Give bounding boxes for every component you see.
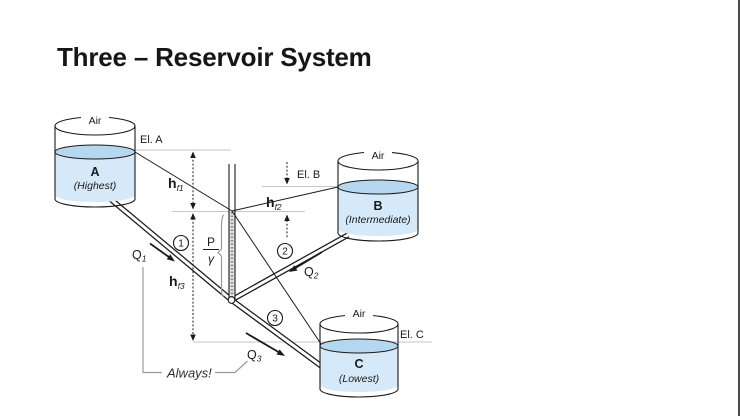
- reservoir-a-walls: [54, 126, 136, 208]
- reservoir-c-note: (Lowest): [339, 373, 379, 385]
- q1-sub: 1: [142, 254, 147, 264]
- reservoir-c: Air C (Lowest) El. C: [319, 308, 424, 398]
- pipe-number-badges: 1 2 3: [172, 234, 294, 327]
- always-annotation: Always!: [166, 366, 212, 381]
- hgl-junction-to-b: [231, 186, 339, 212]
- reservoir-a-air-label: Air: [89, 115, 102, 127]
- hf1-label: hf1: [168, 175, 184, 193]
- reservoir-b-water-surface: [337, 179, 419, 195]
- pipe-2-badge-circle: [276, 242, 294, 260]
- q3-sub: 3: [257, 354, 262, 364]
- hf1-arrowhead-up: [190, 151, 196, 158]
- hgl-a-to-junction: [134, 151, 233, 212]
- always-leader-left: [142, 267, 162, 374]
- always-leader-right: [215, 360, 248, 374]
- reservoir-b-walls: [337, 161, 419, 242]
- head-loss-arrows: [190, 151, 290, 341]
- gray-leaders: [142, 214, 248, 374]
- reservoir-a-water: [55, 152, 135, 202]
- pipe-1-bore: [107, 195, 233, 302]
- hf2-sub: f2: [275, 202, 282, 212]
- head-loss-labels: hf1 hf2 hf3: [168, 175, 282, 291]
- reservoir-a-air-label-bg: [81, 115, 109, 126]
- hf2-base: h: [266, 194, 275, 210]
- hf1-sub: f1: [177, 183, 184, 193]
- reservoir-a-note: (Highest): [74, 180, 117, 192]
- hf3-arrowhead-up: [190, 213, 196, 220]
- reservoir-b-air-label-bg: [364, 150, 392, 161]
- hf2-upper-arrowhead-down: [284, 178, 290, 185]
- reservoir-b-name: B: [373, 199, 382, 213]
- reservoir-c-air-label-bg: [345, 308, 373, 319]
- pipe-2-number: 2: [282, 247, 288, 258]
- q3-base: Q: [247, 348, 257, 362]
- pressure-head-brace: [217, 214, 225, 297]
- q2-base: Q: [304, 265, 314, 279]
- reservoir-b-air-label: Air: [372, 150, 385, 162]
- q1-arrowhead: [166, 254, 175, 262]
- pipe-3-badge-circle: [266, 309, 284, 327]
- reservoir-c-walls: [319, 324, 399, 398]
- reservoir-a: Air A (Highest) El. A: [54, 115, 163, 208]
- elevation-label-c: El. C: [400, 329, 424, 341]
- reservoir-b-note: (Intermediate): [345, 214, 410, 226]
- hf3-label: hf3: [169, 273, 185, 291]
- pipe-junction-node: [227, 296, 236, 304]
- q3-label: Q3: [247, 348, 262, 364]
- pipes: [106, 194, 350, 371]
- reservoir-c-water-surface: [319, 338, 399, 354]
- pressure-head-numerator: P: [207, 235, 215, 249]
- hf1-arrowhead-down: [190, 203, 196, 210]
- pipe-1-badge-circle: [172, 234, 190, 252]
- q2-arrowhead: [289, 265, 298, 272]
- reservoir-b: Air B (Intermediate) El. B: [297, 150, 419, 242]
- screen-right-border: [738, 0, 740, 416]
- pipe-1-number: 1: [178, 239, 184, 250]
- slide-title: Three – Reservoir System: [57, 42, 372, 72]
- hf3-base: h: [169, 273, 178, 289]
- q3-arrow-line: [245, 332, 282, 355]
- q2-label: Q2: [304, 265, 319, 281]
- reservoir-b-water: [338, 187, 418, 236]
- pressure-head-denominator: γ: [208, 252, 215, 266]
- flow-labels: Q1 Q2 Q3: [132, 248, 319, 364]
- q1-label: Q1: [132, 248, 147, 264]
- reservoir-a-name: A: [90, 165, 99, 179]
- q2-arrow-line: [292, 251, 323, 271]
- flow-arrows: [149, 242, 323, 356]
- pipe-3-number: 3: [272, 314, 278, 325]
- reservoir-c-air-label: Air: [353, 308, 366, 320]
- reservoir-c-water: [320, 346, 398, 392]
- q1-base: Q: [132, 248, 142, 262]
- hydraulic-grade-lines: [134, 151, 339, 345]
- q1-arrow-line: [149, 242, 172, 260]
- hf1-base: h: [168, 175, 177, 191]
- pipe-2-bore: [230, 233, 349, 302]
- pipe-3-bore: [230, 298, 325, 370]
- hgl-junction-to-c: [231, 210, 322, 345]
- piezometer-tube-walls: [228, 164, 236, 300]
- hf3-arrowhead-down: [190, 334, 196, 341]
- piezometer-column: [228, 164, 236, 300]
- reservoir-a-water-surface: [54, 144, 136, 160]
- hf2-lower-arrowhead-up: [284, 214, 290, 221]
- q2-sub: 2: [313, 271, 319, 281]
- reservoir-c-name: C: [354, 357, 363, 371]
- hf3-sub: f3: [178, 281, 185, 291]
- elevation-label-b: El. B: [297, 169, 320, 181]
- q3-arrowhead: [276, 349, 285, 356]
- pressure-head-label: P γ: [203, 235, 219, 266]
- elevation-label-a: El. A: [140, 134, 163, 146]
- hf2-label: hf2: [266, 194, 282, 212]
